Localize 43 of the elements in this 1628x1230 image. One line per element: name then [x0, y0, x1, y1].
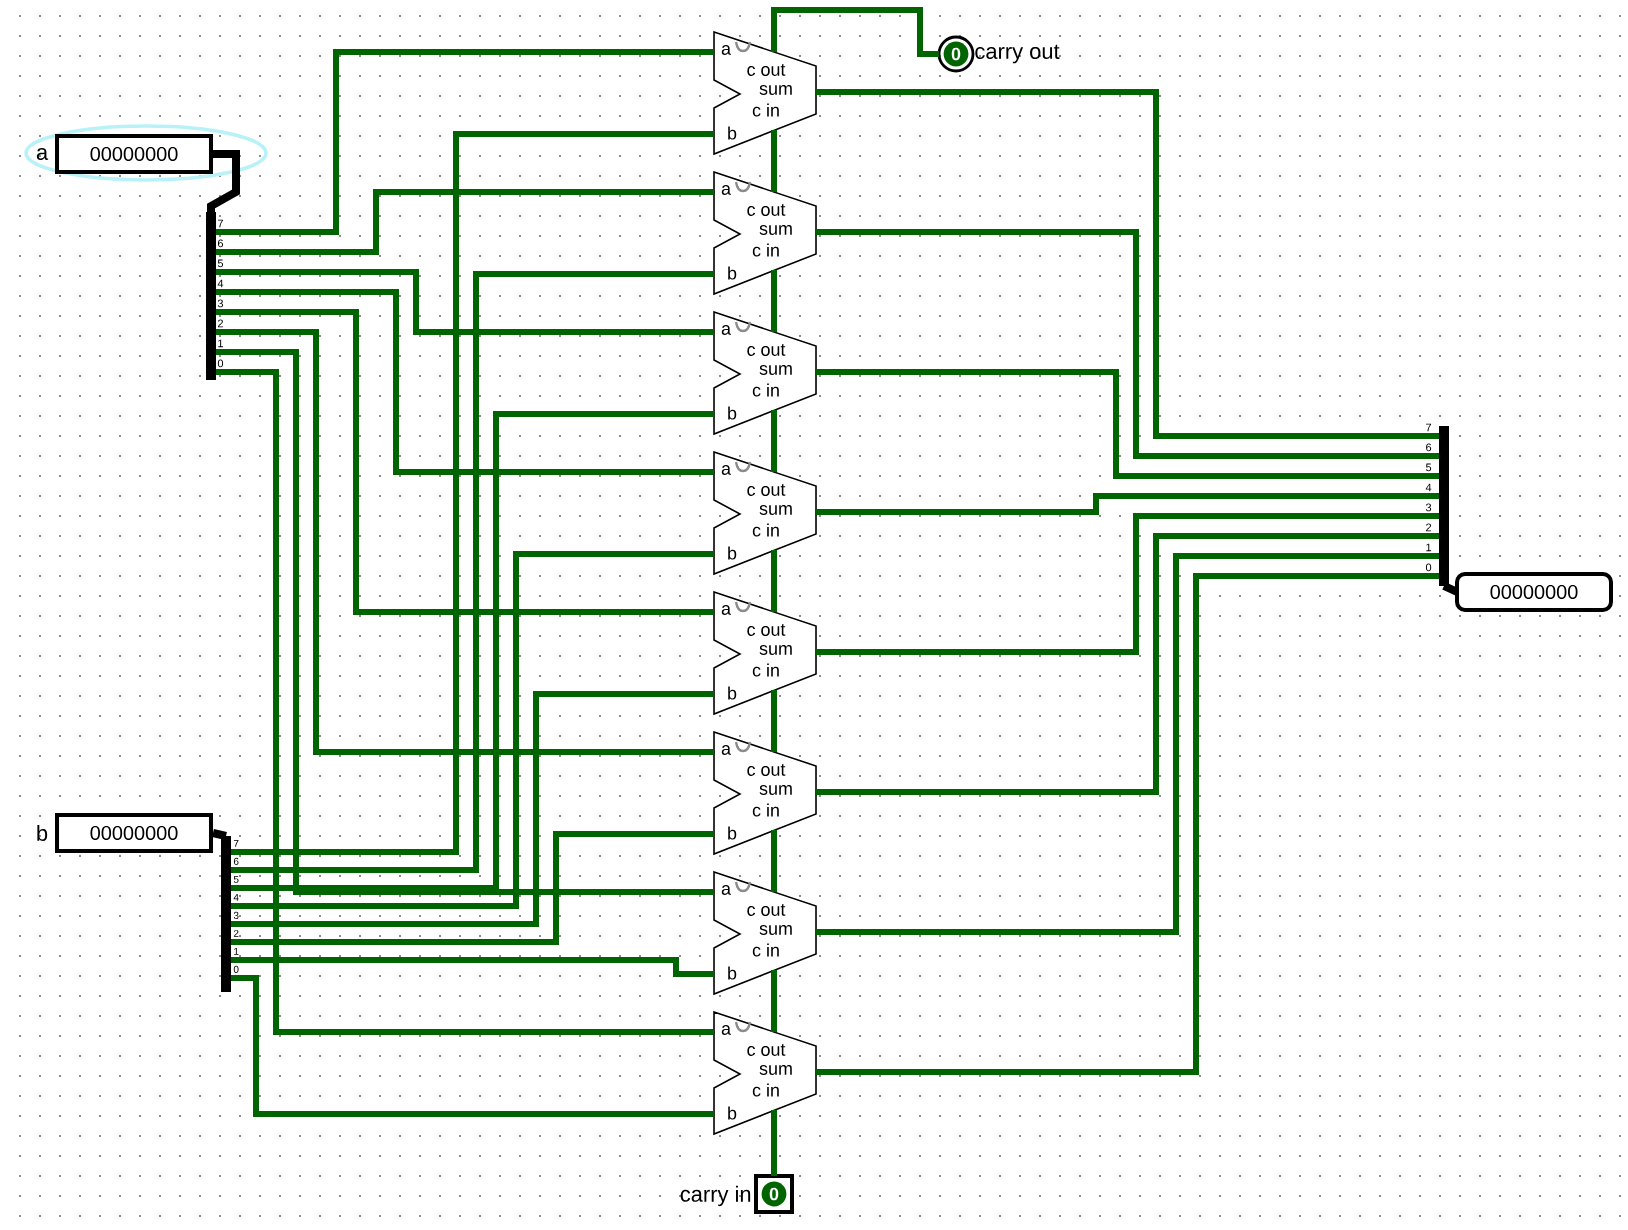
wire	[771, 270, 777, 332]
wire	[771, 830, 777, 892]
wire	[771, 410, 777, 472]
wire	[816, 553, 1439, 935]
wire	[216, 309, 714, 615]
wire	[216, 289, 714, 475]
wire	[231, 131, 714, 855]
wire	[207, 150, 240, 212]
pin-box: 00000000	[1455, 572, 1613, 612]
wire	[816, 493, 1439, 515]
pin-label: b	[37, 824, 48, 842]
wire	[231, 271, 714, 873]
wire	[231, 831, 714, 945]
wire	[216, 329, 714, 755]
wire	[771, 7, 939, 57]
wire	[816, 369, 1439, 479]
wire	[816, 573, 1439, 1075]
wire	[771, 1110, 777, 1176]
wire	[216, 269, 714, 335]
pin-box: 00000000	[55, 134, 213, 174]
wire	[771, 550, 777, 612]
wire	[231, 691, 714, 927]
wire	[231, 957, 714, 977]
wire	[212, 829, 227, 840]
wire	[1442, 582, 1459, 596]
wire	[816, 513, 1439, 655]
input-pin: 0	[754, 1174, 794, 1214]
pin-label: a	[36, 148, 49, 160]
wire	[816, 89, 1439, 439]
pin-label: carry out	[975, 44, 1060, 64]
wire	[216, 49, 714, 235]
wire	[771, 130, 777, 192]
output-pin: 0	[937, 35, 975, 73]
wire	[231, 975, 714, 1117]
wire	[216, 369, 714, 1035]
wire	[771, 970, 777, 1032]
wire	[216, 189, 714, 255]
wire	[771, 690, 777, 752]
wire	[816, 229, 1439, 459]
pin-box: 00000000	[55, 813, 213, 853]
wire	[816, 533, 1439, 795]
pin-label: carry in	[680, 1185, 751, 1207]
wire	[231, 551, 714, 909]
